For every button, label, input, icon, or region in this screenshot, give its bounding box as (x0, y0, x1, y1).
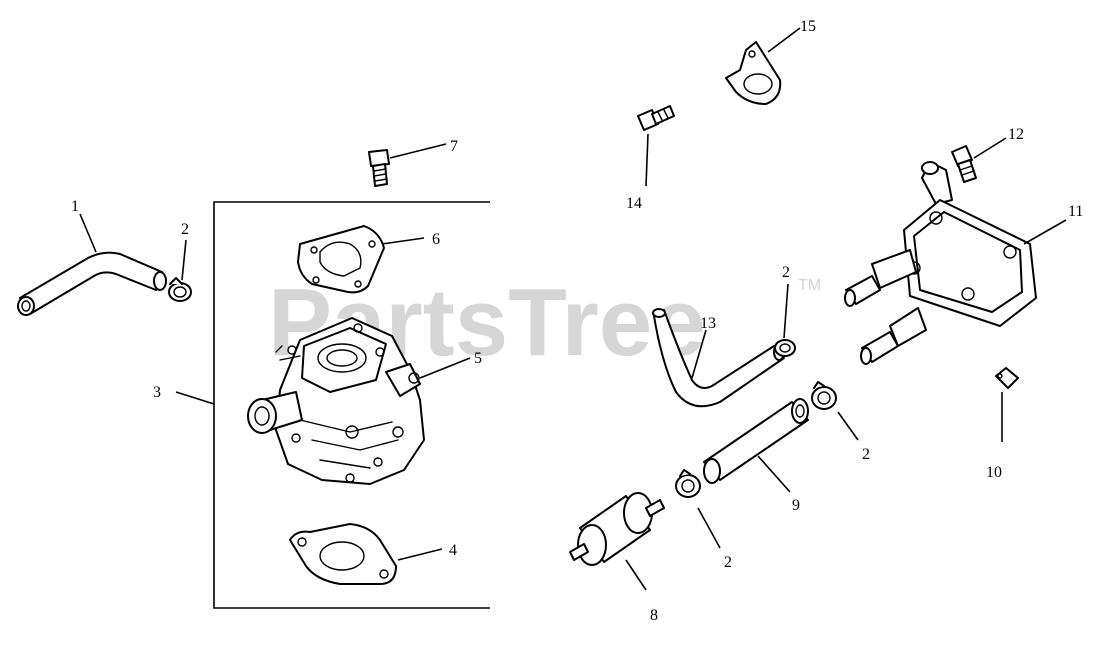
fuel-hose-icon[interactable] (17, 251, 167, 316)
callout-9: 9 (792, 497, 800, 514)
hose-clip-icon[interactable] (725, 41, 782, 105)
gasket-icon[interactable] (289, 523, 397, 585)
callout-14: 14 (626, 195, 642, 212)
hose-clamp-icon[interactable] (811, 381, 837, 410)
callout-7: 7 (450, 138, 458, 155)
bolt-icon[interactable] (951, 145, 977, 183)
clip-icon[interactable] (995, 367, 1019, 389)
callout-2: 2 (724, 554, 732, 571)
leader-lines (79, 27, 1067, 591)
hose-clamp-icon[interactable] (675, 469, 701, 498)
callout-6: 6 (432, 231, 440, 248)
watermark-trademark: TM (798, 277, 821, 294)
fuel-hose-icon[interactable] (703, 398, 809, 484)
fuel-pump-icon[interactable] (844, 161, 1037, 365)
callout-10: 10 (986, 464, 1002, 481)
callout-2: 2 (782, 264, 790, 281)
assembly-bracket (213, 201, 490, 609)
callout-3: 3 (153, 384, 161, 401)
hose-clamp-icon[interactable] (774, 339, 796, 357)
fuel-filter-icon[interactable] (569, 492, 665, 566)
callout-2: 2 (862, 446, 870, 463)
callout-4: 4 (449, 542, 457, 559)
callout-13: 13 (700, 315, 716, 332)
carburetor-icon[interactable] (247, 317, 425, 485)
callout-1: 1 (71, 198, 79, 215)
callout-12: 12 (1008, 126, 1024, 143)
bolt-icon[interactable] (637, 105, 675, 131)
hose-clamp-icon[interactable] (168, 277, 192, 302)
callout-5: 5 (474, 350, 482, 367)
callout-2: 2 (181, 221, 189, 238)
callout-15: 15 (800, 18, 816, 35)
bolt-icon[interactable] (368, 149, 390, 187)
callout-11: 11 (1068, 203, 1083, 220)
callout-8: 8 (650, 607, 658, 624)
gasket-icon[interactable] (297, 225, 385, 294)
